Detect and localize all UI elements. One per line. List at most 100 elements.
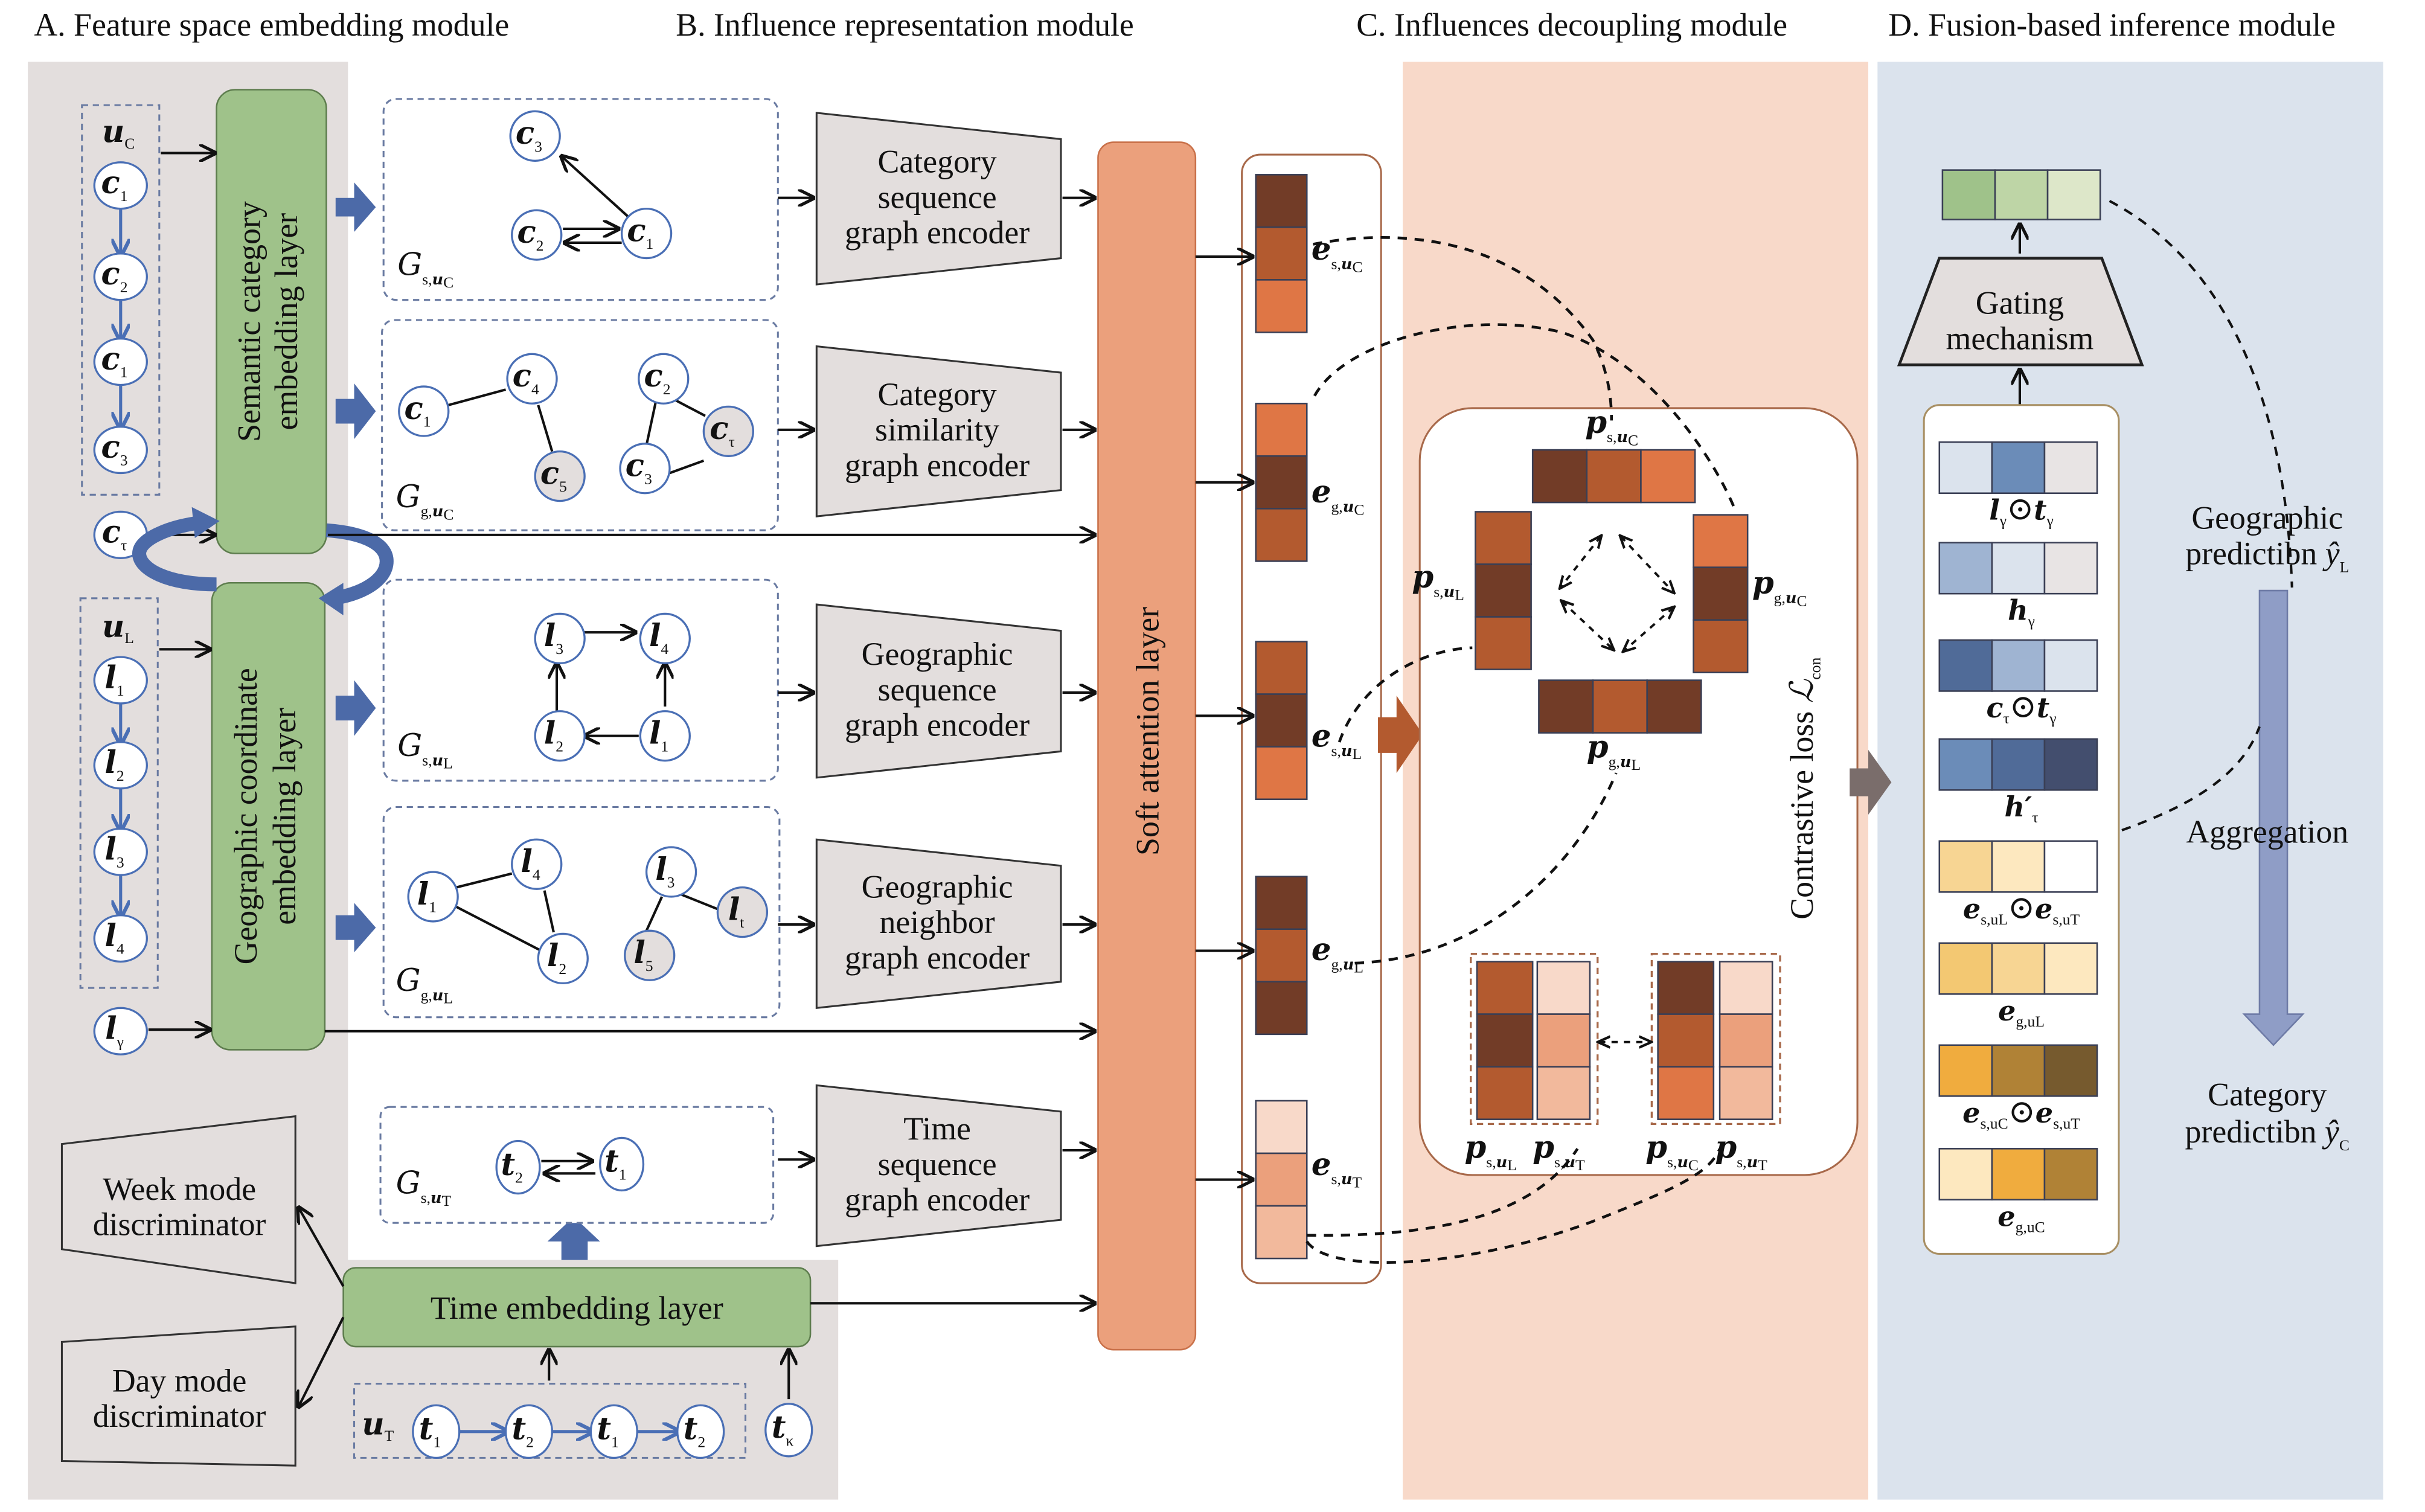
location-node[interactable]: l3: [93, 827, 148, 876]
vector-cell: [1255, 1152, 1308, 1207]
node-circle: [676, 1404, 725, 1459]
week-discriminator-line2: discriminator: [93, 1206, 266, 1243]
encoder-label: Category: [878, 376, 997, 412]
graph-node[interactable]: c4: [506, 353, 558, 405]
encoder-label: similarity: [875, 412, 999, 448]
feature-label: eg,uL: [1998, 995, 2045, 1030]
geographic-coordinate-embedding-layer[interactable]: [211, 581, 326, 1051]
encoder-label: sequence: [878, 1146, 997, 1182]
time-node[interactable]: t2: [676, 1404, 725, 1459]
vector-cell: [1476, 1066, 1534, 1120]
semantic-category-embedding-layer[interactable]: [216, 89, 327, 554]
vector-cell: [2043, 441, 2098, 495]
graph-node[interactable]: l4: [511, 838, 563, 890]
node-circle: [398, 385, 450, 437]
time-embedding-layer[interactable]: [342, 1267, 812, 1348]
time-node[interactable]: t1: [412, 1404, 461, 1459]
graph-node[interactable]: l2: [537, 932, 589, 985]
node-label: c1: [101, 165, 128, 205]
graph-node[interactable]: l2: [534, 710, 586, 762]
projection-vector: [1475, 511, 1532, 670]
node-circle: [509, 110, 561, 162]
module-d: Gating mechanism lγ⊙tγhγcτ⊙tγh′τes,uL⊙es…: [1897, 169, 2350, 1255]
soft-attention-layer[interactable]: [1097, 141, 1197, 1351]
location-node[interactable]: l2: [93, 741, 148, 790]
day-mode-discriminator[interactable]: [60, 1325, 296, 1467]
vector-cell: [1255, 928, 1308, 983]
node-label: lγ: [105, 1011, 124, 1051]
location-target-node[interactable]: lγ: [93, 1007, 148, 1056]
node-circle: [511, 838, 563, 890]
section-b-title: B. Influence representation module: [676, 7, 1134, 43]
graph-node[interactable]: c2: [511, 209, 563, 261]
week-mode-discriminator[interactable]: [60, 1115, 296, 1284]
time-target-node[interactable]: tκ: [764, 1403, 813, 1458]
vector-cell: [1255, 174, 1308, 228]
encoder-label: sequence: [878, 671, 997, 708]
graph-node[interactable]: c3: [509, 110, 561, 162]
vector-cell: [1941, 169, 1996, 220]
graph-node[interactable]: cτ: [702, 405, 754, 457]
node-circle: [93, 914, 148, 963]
node-circle: [93, 1007, 148, 1056]
node-circle: [638, 353, 690, 405]
graph-node[interactable]: t2: [495, 1139, 541, 1195]
contrastive-diamond-arrows: [1560, 536, 1673, 650]
location-target-node[interactable]: lγ: [93, 1007, 148, 1056]
category-node[interactable]: c2: [93, 252, 148, 301]
vector-cell: [1991, 1044, 2046, 1097]
location-node[interactable]: l4: [93, 914, 148, 963]
graph-node[interactable]: l3: [645, 846, 697, 898]
graph-node[interactable]: t1: [599, 1136, 645, 1192]
graph-node[interactable]: l1: [639, 710, 691, 762]
graph-node[interactable]: l1: [407, 871, 459, 923]
category-node[interactable]: c3: [93, 425, 148, 475]
category-node[interactable]: c1: [93, 338, 148, 386]
node-circle: [624, 929, 676, 981]
gating-mechanism[interactable]: [1897, 257, 2144, 367]
graph-node[interactable]: lt: [716, 886, 769, 938]
feature-vector: [1938, 1148, 2098, 1201]
vector-cell: [1475, 511, 1532, 565]
embedding-vector: [1255, 174, 1308, 333]
vector-cell: [1991, 738, 2046, 791]
graph-node[interactable]: c1: [398, 385, 450, 437]
graph-node[interactable]: c3: [619, 443, 671, 495]
graph-node[interactable]: l3: [534, 612, 586, 665]
node-circle: [702, 405, 754, 457]
time-node[interactable]: t2: [504, 1404, 554, 1459]
location-node[interactable]: l1: [93, 656, 148, 705]
graph-node[interactable]: c5: [534, 450, 586, 502]
feature-label: lγ⊙tγ: [1989, 490, 2054, 529]
graph-edge: [543, 890, 555, 933]
node-circle: [716, 886, 769, 938]
time-node[interactable]: t1: [589, 1404, 638, 1459]
vector-cell: [1693, 514, 1749, 568]
vector-cell: [1255, 876, 1308, 931]
category-node[interactable]: c1: [93, 161, 148, 210]
node-label: cτ: [102, 514, 127, 554]
vector-cell: [1255, 693, 1308, 748]
feature-label: es,uL⊙es,uT: [1963, 889, 2080, 928]
soft-attention-label: Soft attention layer: [1129, 607, 1165, 856]
graph-node[interactable]: l5: [624, 929, 676, 981]
vector-cell: [1255, 1100, 1308, 1155]
graph-node[interactable]: c2: [638, 353, 690, 405]
graph-edge: [562, 156, 629, 217]
graph-node[interactable]: l4: [639, 612, 691, 665]
node-label: cτ: [710, 411, 734, 450]
graph-node[interactable]: c1: [620, 207, 673, 260]
graph-edge: [669, 460, 705, 475]
feature-vector: [1938, 542, 2098, 595]
time-target-node[interactable]: tκ: [764, 1403, 813, 1458]
pair-vector-left: [1476, 961, 1534, 1120]
vector-cell: [1475, 563, 1532, 618]
